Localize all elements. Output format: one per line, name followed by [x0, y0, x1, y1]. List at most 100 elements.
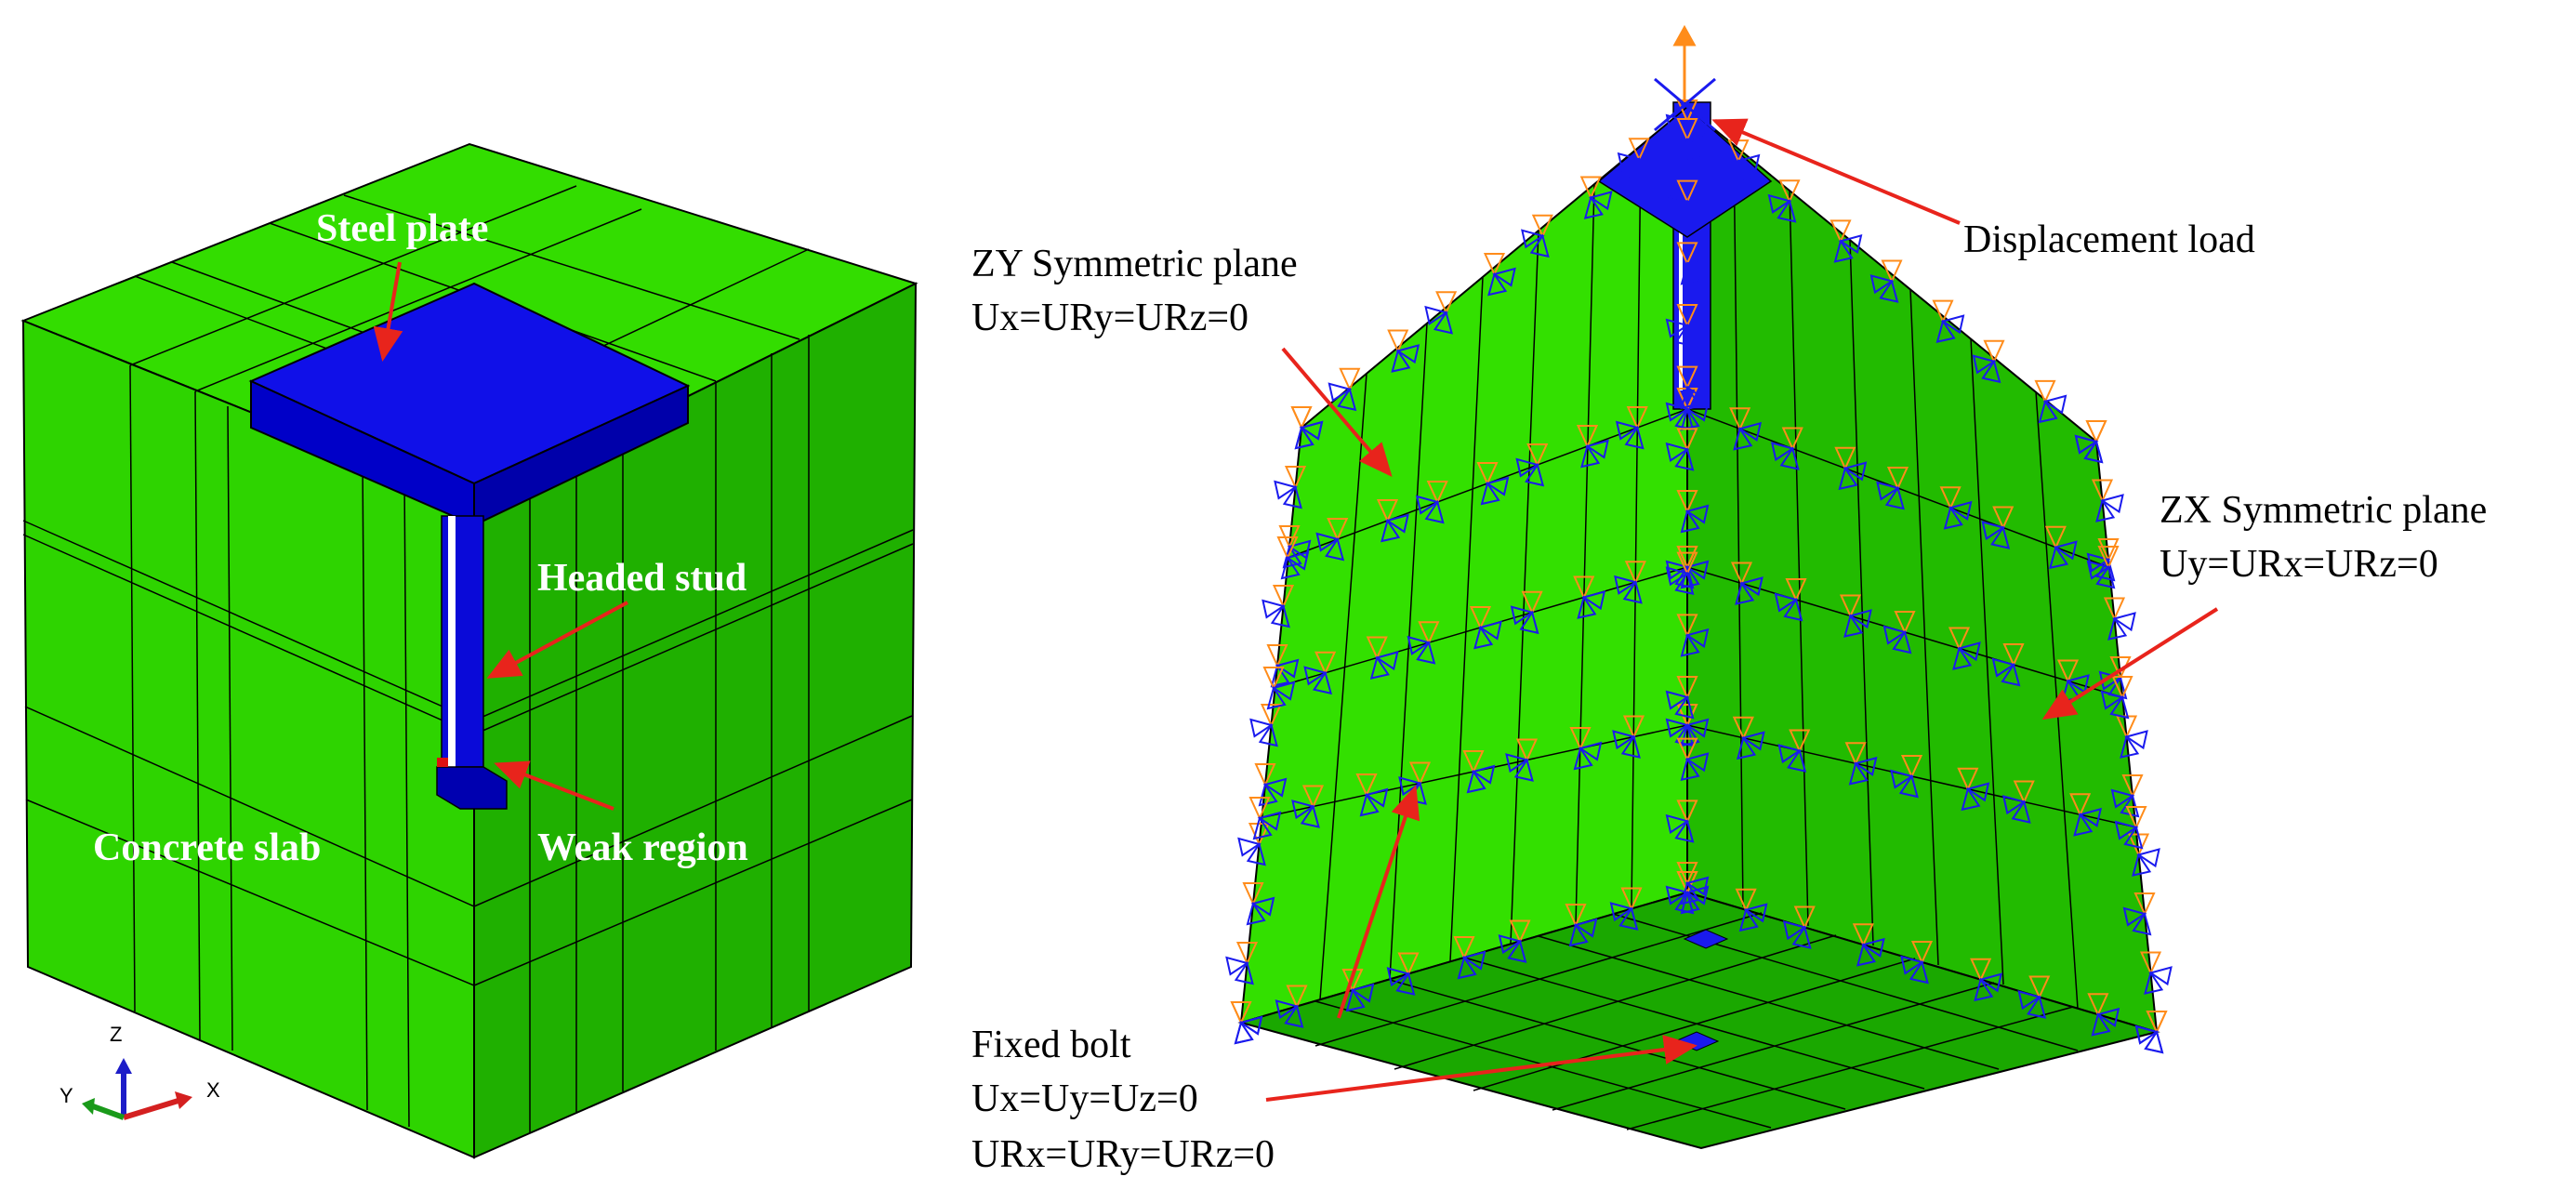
- boundary-condition-glyphs: [1225, 99, 2173, 1054]
- bc-cone-glyph: [1579, 176, 1613, 219]
- bc-cone-glyph: [1498, 919, 1531, 963]
- bc-cone-glyph: [1242, 882, 1275, 926]
- zy-plane-condition: Ux=URy=URz=0: [971, 297, 1249, 339]
- bc-cone-glyph: [1774, 578, 1807, 622]
- bc-cone-glyph: [1225, 942, 1259, 985]
- bc-cone-glyph: [1732, 716, 1765, 760]
- bc-cone-glyph: [1614, 561, 1646, 604]
- bc-cone-glyph: [1665, 551, 1698, 596]
- bc-cone-glyph: [2044, 525, 2078, 570]
- bc-cone-glyph: [1615, 406, 1648, 450]
- bc-cone-glyph: [1262, 585, 1295, 628]
- bc-cone-glyph: [2115, 715, 2148, 759]
- bc-cone-glyph: [1355, 773, 1389, 817]
- bc-cone-glyph: [1676, 862, 1710, 906]
- bc-cone-glyph: [1957, 767, 1990, 812]
- bc-cone-glyph: [1415, 481, 1448, 524]
- bc-cone-glyph: [1266, 644, 1300, 688]
- bc-cone-glyph: [1462, 750, 1496, 794]
- bc-cone-glyph: [1510, 590, 1543, 635]
- bc-cone-glyph: [1248, 797, 1282, 840]
- bc-cone-glyph: [1900, 941, 1934, 985]
- bc-cone-glyph: [1972, 339, 2005, 384]
- bc-cone-glyph: [1948, 627, 1981, 670]
- concrete-slab-label: Concrete slab: [93, 826, 322, 869]
- bc-cone-glyph: [1676, 118, 1710, 162]
- bc-cone-glyph: [1729, 407, 1762, 451]
- bc-cone-glyph: [1476, 462, 1510, 506]
- fixed-bolt-title: Fixed bolt: [971, 1024, 1131, 1066]
- bc-cone-glyph: [1505, 738, 1539, 782]
- fixed-bolt-condition-2: URx=URy=URz=0: [971, 1133, 1275, 1176]
- bc-cone-glyph: [1676, 242, 1710, 285]
- bc-cone-glyph: [1341, 969, 1375, 1012]
- zy-plane-arrow: [1281, 347, 1393, 478]
- bc-cone-glyph: [1303, 651, 1337, 695]
- bc-cone-glyph: [2114, 806, 2147, 850]
- headed-stud-arrow: [486, 601, 628, 679]
- bc-cone-glyph: [1839, 594, 1872, 638]
- bc-cone-glyph: [1852, 923, 1885, 967]
- bc-cone-glyph: [1932, 299, 1965, 343]
- bc-cone-glyph: [1981, 506, 2015, 549]
- bc-cone-glyph: [1970, 958, 2002, 1002]
- bc-cone-glyph: [1230, 1001, 1263, 1045]
- axis-triad: [82, 1058, 192, 1120]
- bc-cone-glyph: [1515, 443, 1549, 487]
- bolt-mark-1: [1683, 929, 1729, 949]
- bc-cone-glyph: [1565, 904, 1598, 947]
- bc-cone-glyph: [1777, 729, 1811, 773]
- bc-cone-glyph: [1890, 755, 1923, 799]
- bc-cone-glyph: [1676, 365, 1710, 410]
- zx-plane-title: ZX Symmetric plane: [2160, 489, 2488, 532]
- bc-cone-glyph: [2034, 379, 2067, 424]
- bc-cone-glyph: [1521, 214, 1553, 258]
- bc-cone-glyph: [1617, 138, 1650, 181]
- bc-cone-glyph: [2103, 597, 2136, 641]
- bc-cone-glyph: [1844, 742, 1878, 786]
- bc-cone-glyph: [1275, 985, 1308, 1028]
- zy-plane-title: ZY Symmetric plane: [971, 243, 1298, 285]
- bc-cone-glyph: [1609, 887, 1643, 931]
- bc-cone-glyph: [1767, 179, 1801, 223]
- bc-cone-glyph: [1274, 466, 1307, 509]
- bc-cone-glyph: [2017, 975, 2051, 1019]
- axis-y-label: Y: [59, 1084, 73, 1107]
- displacement-load-glyph: [1654, 24, 1716, 132]
- bc-cone-glyph: [1676, 614, 1710, 657]
- bc-cone-glyph: [1569, 727, 1603, 771]
- bc-cone-glyph: [1387, 329, 1420, 373]
- axis-z-label: Z: [110, 1023, 123, 1046]
- bc-cone-glyph: [1830, 219, 1863, 263]
- weak-region-arrow: [494, 760, 614, 811]
- zy-plane-face: [1239, 104, 1688, 1025]
- bc-cone-glyph: [1276, 536, 1310, 580]
- bc-cone-glyph: [1939, 486, 1973, 530]
- bc-cone-glyph: [1315, 518, 1349, 562]
- steel-plate-label: Steel plate: [316, 207, 489, 250]
- bc-cone-glyph: [2122, 892, 2156, 936]
- bc-cone-glyph: [1254, 763, 1288, 807]
- bc-cone-glyph: [1730, 562, 1764, 605]
- bc-cone-glyph: [1328, 367, 1361, 412]
- bc-cone-glyph: [2069, 793, 2102, 837]
- bc-cone-glyph: [1991, 643, 2025, 687]
- bc-cone-glyph: [1876, 467, 1909, 510]
- bc-cone-glyph: [1291, 785, 1325, 828]
- displacement-load-arrow: [1711, 118, 1961, 225]
- left-arrows: [373, 261, 628, 811]
- bc-cone-glyph: [1665, 546, 1698, 589]
- bc-cone-glyph: [1770, 427, 1803, 470]
- headed-stud-label: Headed stud: [537, 557, 747, 600]
- bc-cone-glyph: [2001, 780, 2035, 824]
- bc-cone-glyph: [1469, 606, 1502, 650]
- bc-cone-glyph: [2100, 676, 2133, 720]
- bc-cone-glyph: [1665, 800, 1698, 843]
- bc-cone-glyph: [1834, 446, 1868, 491]
- zx-plane-arrow: [2041, 607, 2219, 720]
- bc-cone-glyph: [1676, 490, 1710, 534]
- bc-cone-glyph: [1665, 304, 1698, 348]
- bc-cone-glyph: [1782, 906, 1816, 949]
- bc-cone-glyph: [1386, 952, 1420, 996]
